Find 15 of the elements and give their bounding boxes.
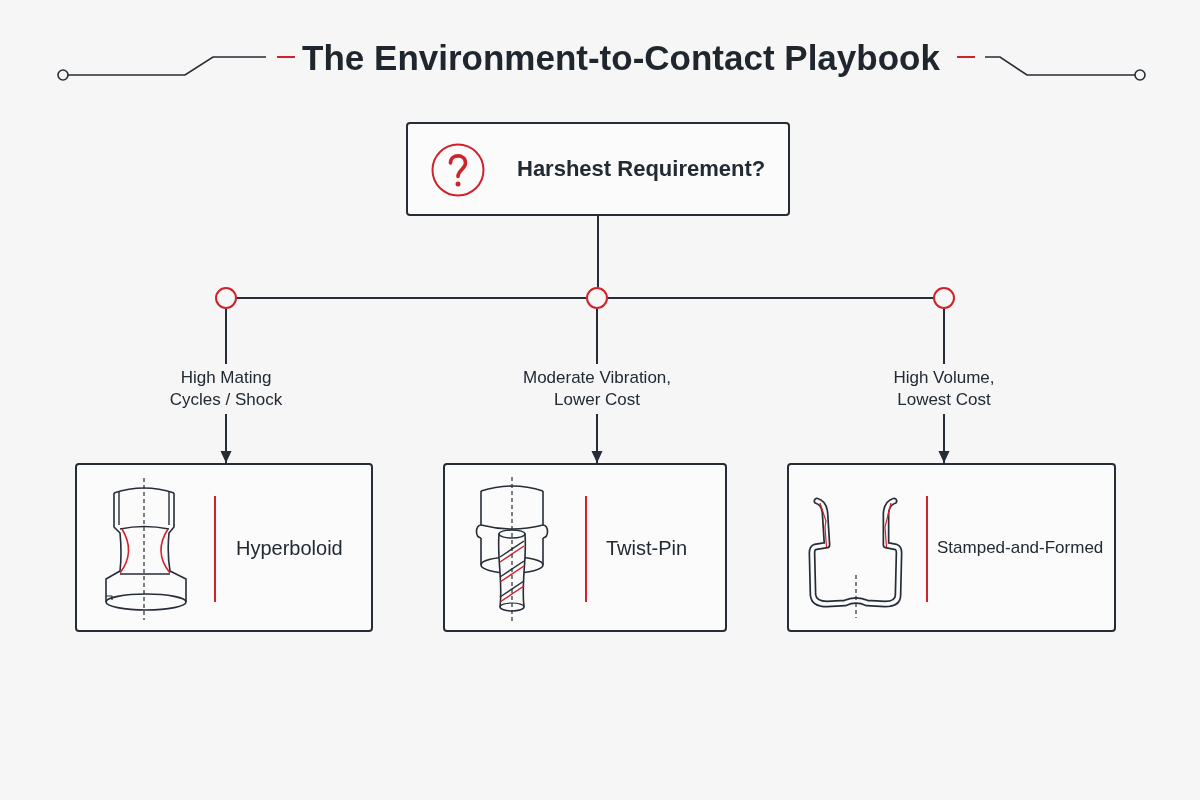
connector-line [597, 215, 599, 288]
node-label: Stamped-and-Formed [937, 537, 1104, 558]
decision-box [406, 122, 790, 216]
title: The Environment-to-Contact Playbook [302, 37, 940, 79]
node-label: Hyperboloid [236, 535, 343, 560]
result-box [787, 463, 1116, 632]
node-label: Twist-Pin [606, 535, 688, 560]
connector-line [607, 297, 934, 299]
junction-circle [586, 287, 608, 309]
connector-line [236, 297, 587, 299]
junction-circle [215, 287, 237, 309]
result-box [75, 463, 373, 632]
node-label: Harshest Requirement? [517, 155, 766, 183]
junction-circle [933, 287, 955, 309]
result-box [443, 463, 727, 632]
